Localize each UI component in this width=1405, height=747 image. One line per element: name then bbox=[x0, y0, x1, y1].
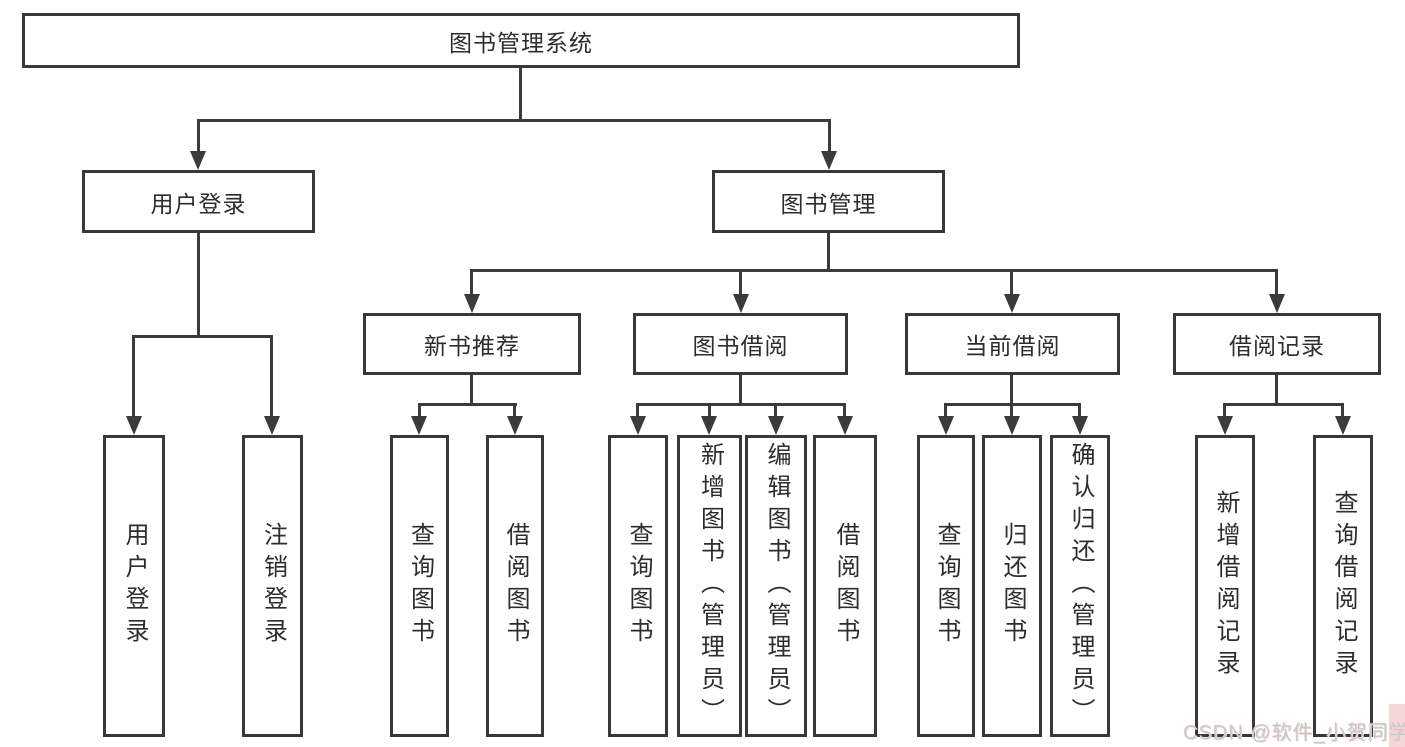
arrowhead-down-icon bbox=[264, 416, 280, 435]
arrowhead-down-icon bbox=[411, 416, 427, 435]
node-label: 图书管理系统 bbox=[449, 29, 593, 56]
arrowhead-down-icon bbox=[1217, 416, 1233, 435]
connector-vline bbox=[827, 233, 830, 271]
connector-vline bbox=[1223, 403, 1226, 418]
leaf-label: 编辑图书（管理员） bbox=[763, 442, 790, 730]
node-user-login: 用户登录 bbox=[82, 170, 315, 233]
arrowhead-down-icon bbox=[701, 416, 717, 435]
connector-vline bbox=[828, 119, 831, 152]
leaf-edit-book-admin: 编辑图书（管理员） bbox=[745, 435, 807, 737]
node-label: 新书推荐 bbox=[424, 333, 520, 359]
leaf-return-books: 归还图书 bbox=[982, 435, 1042, 737]
connector-vline bbox=[1078, 403, 1081, 418]
leaf-label: 查询借阅记录 bbox=[1330, 490, 1357, 682]
connector-vline bbox=[739, 269, 742, 296]
arrowhead-down-icon bbox=[1335, 416, 1351, 435]
connector-vline bbox=[519, 68, 522, 122]
arrowhead-down-icon bbox=[821, 151, 837, 170]
connector-hline bbox=[636, 403, 846, 406]
leaf-label: 新增图书（管理员） bbox=[696, 442, 724, 730]
connector-vline bbox=[774, 403, 777, 418]
connector-vline bbox=[739, 375, 742, 406]
connector-vline bbox=[1010, 269, 1013, 296]
arrowhead-down-icon bbox=[768, 416, 784, 435]
arrowhead-down-icon bbox=[1269, 294, 1285, 313]
arrowhead-down-icon bbox=[837, 416, 853, 435]
connector-vline bbox=[1010, 375, 1013, 406]
connector-vline bbox=[1341, 403, 1344, 418]
arrowhead-down-icon bbox=[190, 151, 206, 170]
connector-vline bbox=[843, 403, 846, 418]
connector-vline bbox=[197, 233, 200, 337]
connector-hline bbox=[418, 403, 517, 406]
arrowhead-down-icon bbox=[464, 294, 480, 313]
node-label: 当前借阅 bbox=[964, 333, 1061, 359]
leaf-label: 借阅图书 bbox=[832, 522, 859, 650]
connector-vline bbox=[270, 335, 273, 418]
watermark-corner-tint bbox=[1389, 704, 1405, 747]
connector-vline bbox=[1010, 403, 1013, 418]
leaf-query-books-current: 查询图书 bbox=[917, 435, 975, 737]
leaf-label: 查询图书 bbox=[406, 522, 434, 650]
leaf-label: 注销登录 bbox=[259, 522, 287, 650]
arrowhead-down-icon bbox=[1004, 416, 1020, 435]
connector-vline bbox=[132, 335, 135, 418]
leaf-label: 新增借阅记录 bbox=[1212, 490, 1239, 682]
connector-vline bbox=[470, 375, 473, 406]
leaf-query-books-recommend: 查询图书 bbox=[390, 435, 449, 737]
leaf-logout: 注销登录 bbox=[242, 435, 303, 737]
arrowhead-down-icon bbox=[938, 416, 954, 435]
leaf-query-borrow-record: 查询借阅记录 bbox=[1313, 435, 1373, 737]
leaf-label: 查询图书 bbox=[933, 522, 960, 650]
leaf-label: 确认归还（管理员） bbox=[1067, 442, 1094, 730]
connector-hline bbox=[197, 119, 831, 122]
node-current-borrowing: 当前借阅 bbox=[905, 313, 1120, 375]
arrowhead-down-icon bbox=[1004, 294, 1020, 313]
node-label: 图书管理 bbox=[780, 190, 877, 217]
leaf-label: 借阅图书 bbox=[502, 522, 529, 650]
node-book-management: 图书管理 bbox=[712, 170, 945, 233]
connector-hline bbox=[1223, 403, 1344, 406]
node-label: 借阅记录 bbox=[1229, 333, 1325, 359]
watermark-text: CSDN @软件_小贺同学 bbox=[1183, 722, 1405, 744]
arrowhead-down-icon bbox=[733, 294, 749, 313]
leaf-user-login: 用户登录 bbox=[103, 435, 165, 737]
leaf-query-books-borrowing: 查询图书 bbox=[608, 435, 668, 737]
node-book-borrowing: 图书借阅 bbox=[633, 313, 848, 375]
node-new-book-recommendation: 新书推荐 bbox=[363, 313, 581, 375]
leaf-borrow-books-recommend: 借阅图书 bbox=[486, 435, 544, 737]
connector-vline bbox=[944, 403, 947, 418]
leaf-add-book-admin: 新增图书（管理员） bbox=[677, 435, 742, 737]
connector-vline bbox=[636, 403, 639, 418]
node-label: 用户登录 bbox=[150, 190, 247, 217]
connector-vline bbox=[470, 269, 473, 296]
leaf-add-borrow-record: 新增借阅记录 bbox=[1195, 435, 1255, 737]
connector-vline bbox=[708, 403, 711, 418]
arrowhead-down-icon bbox=[1072, 416, 1088, 435]
arrowhead-down-icon bbox=[126, 416, 142, 435]
arrowhead-down-icon bbox=[507, 416, 523, 435]
arrowhead-down-icon bbox=[630, 416, 646, 435]
node-root-library-system: 图书管理系统 bbox=[22, 13, 1020, 68]
connector-hline bbox=[132, 335, 273, 338]
leaf-label: 归还图书 bbox=[999, 522, 1026, 650]
node-borrowing-records: 借阅记录 bbox=[1173, 313, 1381, 375]
connector-vline bbox=[418, 403, 421, 418]
connector-vline bbox=[1275, 375, 1278, 406]
connector-vline bbox=[197, 119, 200, 152]
node-label: 图书借阅 bbox=[692, 333, 789, 359]
connector-hline bbox=[470, 269, 1278, 272]
connector-vline bbox=[1275, 269, 1278, 296]
leaf-confirm-return-admin: 确认归还（管理员） bbox=[1050, 435, 1110, 737]
leaf-borrow-books: 借阅图书 bbox=[813, 435, 877, 737]
leaf-label: 查询图书 bbox=[625, 522, 652, 650]
leaf-label: 用户登录 bbox=[121, 522, 148, 650]
connector-vline bbox=[513, 403, 516, 418]
